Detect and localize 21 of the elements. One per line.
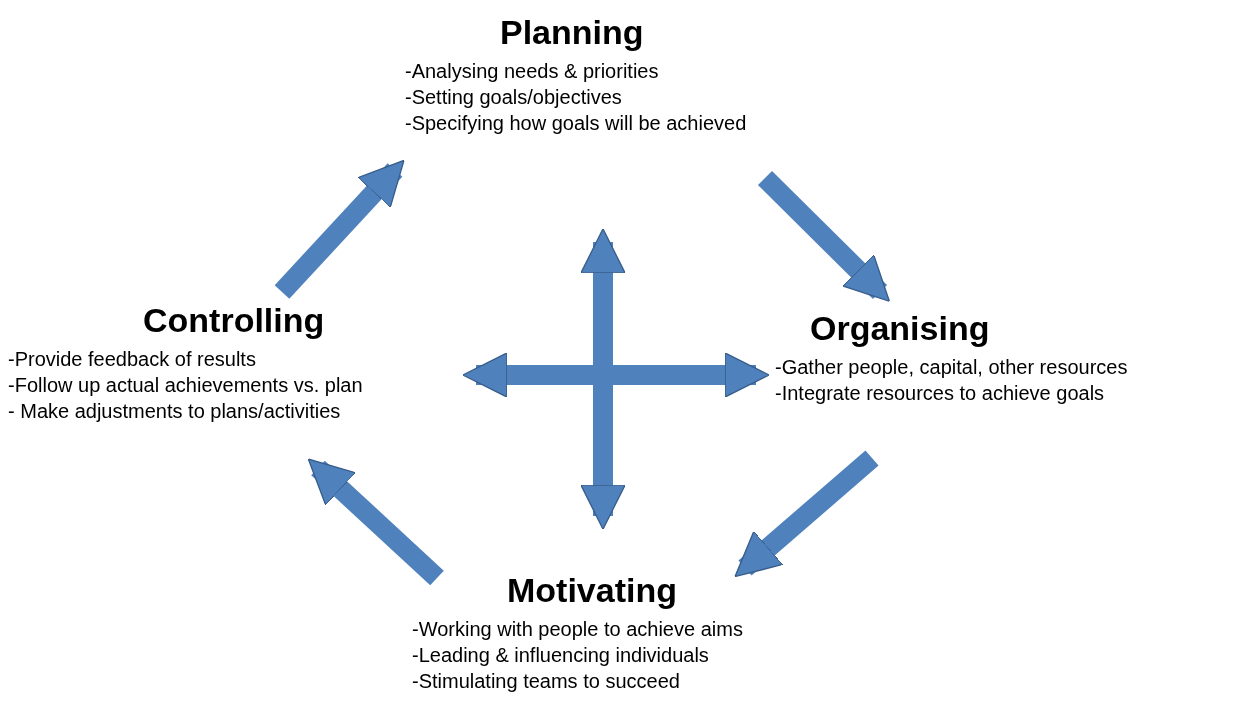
bullet-text: -Provide feedback of results: [8, 347, 256, 372]
block-arrow: [462, 352, 770, 398]
block-arrow: [307, 458, 444, 586]
bullet-text: -Gather people, capital, other resources: [775, 355, 1128, 380]
stage-heading: Controlling: [142, 300, 325, 340]
stage-heading: Motivating: [506, 570, 677, 610]
bullet-text: -Analysing needs & priorities: [405, 59, 659, 84]
bullet-text: - Make adjustments to plans/activities: [8, 399, 341, 424]
bullet-text: -Stimulating teams to succeed: [412, 669, 680, 694]
block-arrow: [274, 159, 405, 299]
bullet-text: -Specifying how goals will be achieved: [405, 111, 747, 136]
stage-heading: Planning: [499, 12, 644, 52]
bullet-text: -Integrate resources to achieve goals: [775, 381, 1105, 406]
block-arrow: [580, 228, 626, 530]
block-arrow: [734, 450, 879, 578]
bullet-text: -Working with people to achieve aims: [412, 617, 743, 642]
bullet-text: -Leading & influencing individuals: [412, 643, 709, 668]
bullet-text: -Follow up actual achievements vs. plan: [8, 373, 363, 398]
stage-heading: Organising: [809, 308, 990, 348]
block-arrow: [757, 170, 891, 302]
bullet-text: -Setting goals/objectives: [405, 85, 622, 110]
